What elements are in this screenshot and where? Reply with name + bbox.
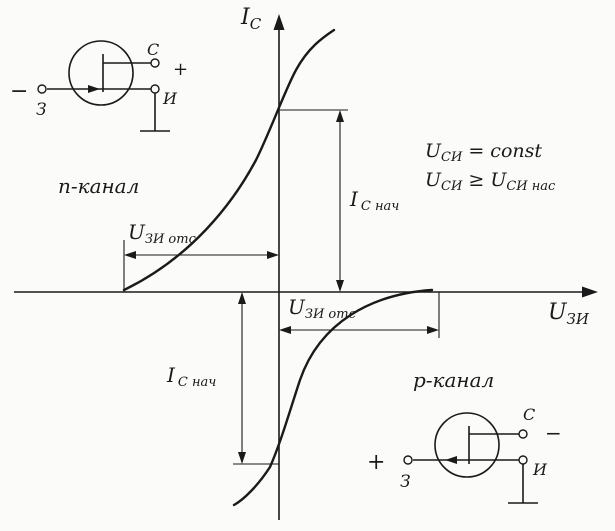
n-symbol-gate-polarity: − bbox=[10, 79, 28, 104]
n-symbol-gate-label: З bbox=[36, 100, 47, 120]
condition-line-2: UСИ ≥ UСИ нас bbox=[425, 169, 556, 194]
n-pinch-arrow-left bbox=[124, 251, 136, 259]
p-pinch-arrow-left bbox=[279, 326, 291, 334]
p-symbol-gate-label: З bbox=[400, 472, 411, 492]
n-pinch-voltage-label: UЗИ отс bbox=[128, 220, 197, 247]
y-axis-arrow bbox=[273, 14, 285, 30]
p-symbol-gate-polarity: + bbox=[367, 450, 385, 475]
p-ic-arrow-top bbox=[238, 292, 246, 304]
n-channel-fet-symbol-icon bbox=[37, 40, 170, 132]
p-symbol-drain-polarity: − bbox=[545, 421, 562, 445]
y-axis-label: IС bbox=[240, 5, 262, 33]
n-channel-label: n-канал bbox=[58, 174, 139, 198]
p-symbol-drain-label: С bbox=[523, 405, 535, 424]
p-pinch-arrow-right bbox=[427, 326, 439, 334]
n-ic-arrow-bottom bbox=[336, 280, 344, 292]
p-channel-fet-symbol-icon bbox=[403, 412, 538, 504]
x-axis-arrow bbox=[582, 286, 598, 298]
condition-line-1: UСИ = const bbox=[425, 140, 542, 165]
p-pinch-voltage-label: UЗИ отс bbox=[288, 295, 357, 322]
p-channel-curve bbox=[232, 288, 434, 507]
n-ic-arrow-top bbox=[336, 110, 344, 122]
n-symbol-drain-label: С bbox=[147, 40, 159, 59]
n-symbol-drain-polarity: + bbox=[173, 59, 188, 80]
n-channel-curve bbox=[122, 28, 336, 292]
p-channel-label: p-канал bbox=[413, 368, 494, 392]
x-axis-label: UЗИ bbox=[548, 300, 590, 328]
p-symbol-source-label: И bbox=[532, 460, 548, 479]
p-ic-arrow-bottom bbox=[238, 452, 246, 464]
n-pinch-arrow-right bbox=[267, 251, 279, 259]
n-symbol-source-label: И bbox=[162, 89, 178, 108]
